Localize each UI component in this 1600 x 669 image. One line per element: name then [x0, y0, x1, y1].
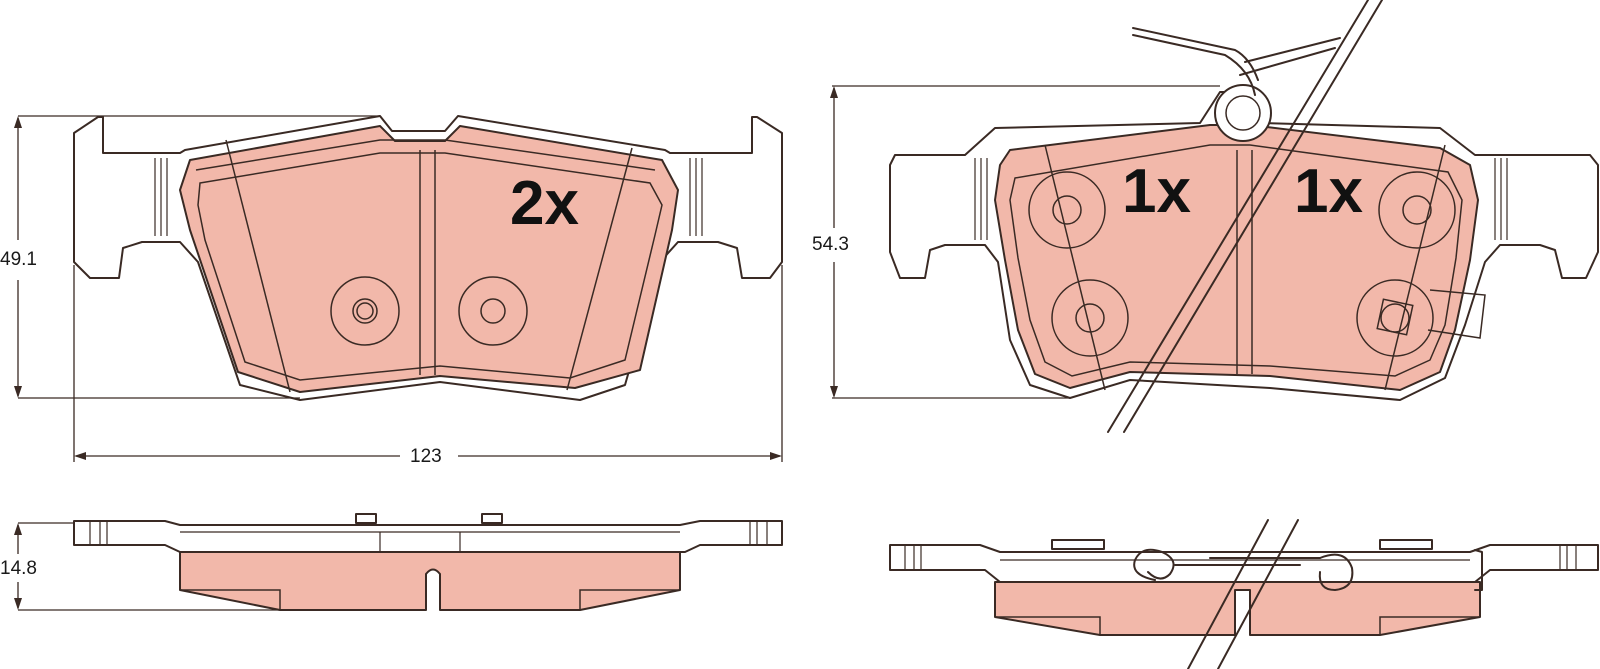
right-pad-quantity-a: 1x [1122, 157, 1191, 226]
left-dimensions: 49.1 123 [0, 115, 783, 467]
dimension-height-left: 49.1 [0, 249, 37, 270]
left-pad-top-chamfer [195, 139, 656, 171]
side-wear-indicator [1133, 519, 1483, 669]
left-ear-ribs [154, 158, 703, 236]
right-pad-holes [1028, 171, 1486, 357]
dimension-width: 123 [410, 446, 442, 467]
left-pad-quantity: 2x [510, 169, 579, 238]
dimension-thickness: 14.8 [0, 558, 37, 579]
left-pad-side-view [73, 513, 783, 611]
right-ear-ribs [974, 158, 1508, 240]
dimension-height-right: 54.3 [812, 234, 849, 255]
left-friction-pad [179, 125, 679, 393]
right-pad-side-view [889, 519, 1599, 669]
thickness-dimension: 14.8 [0, 522, 280, 611]
left-pad-wear-holes [330, 276, 528, 346]
left-pad-front-view: 2x [73, 115, 783, 401]
left-side-backing-plate [73, 520, 783, 553]
right-dimensions: 54.3 [812, 85, 1220, 399]
right-chamfer-line-b [1384, 144, 1446, 391]
left-chamfer-line-a [225, 139, 291, 393]
right-pad-inner-line [1009, 144, 1463, 377]
right-chamfer-line-a [1044, 144, 1106, 391]
right-pad-quantity-b: 1x [1294, 157, 1363, 226]
wear-indicator-spring [1107, 0, 1383, 433]
left-side-friction [179, 551, 681, 611]
right-side-friction [994, 581, 1481, 636]
left-chamfer-line-b [566, 147, 633, 391]
left-pad-inner-line [197, 152, 663, 381]
right-pad-front-view: 1x 1x [889, 0, 1599, 433]
